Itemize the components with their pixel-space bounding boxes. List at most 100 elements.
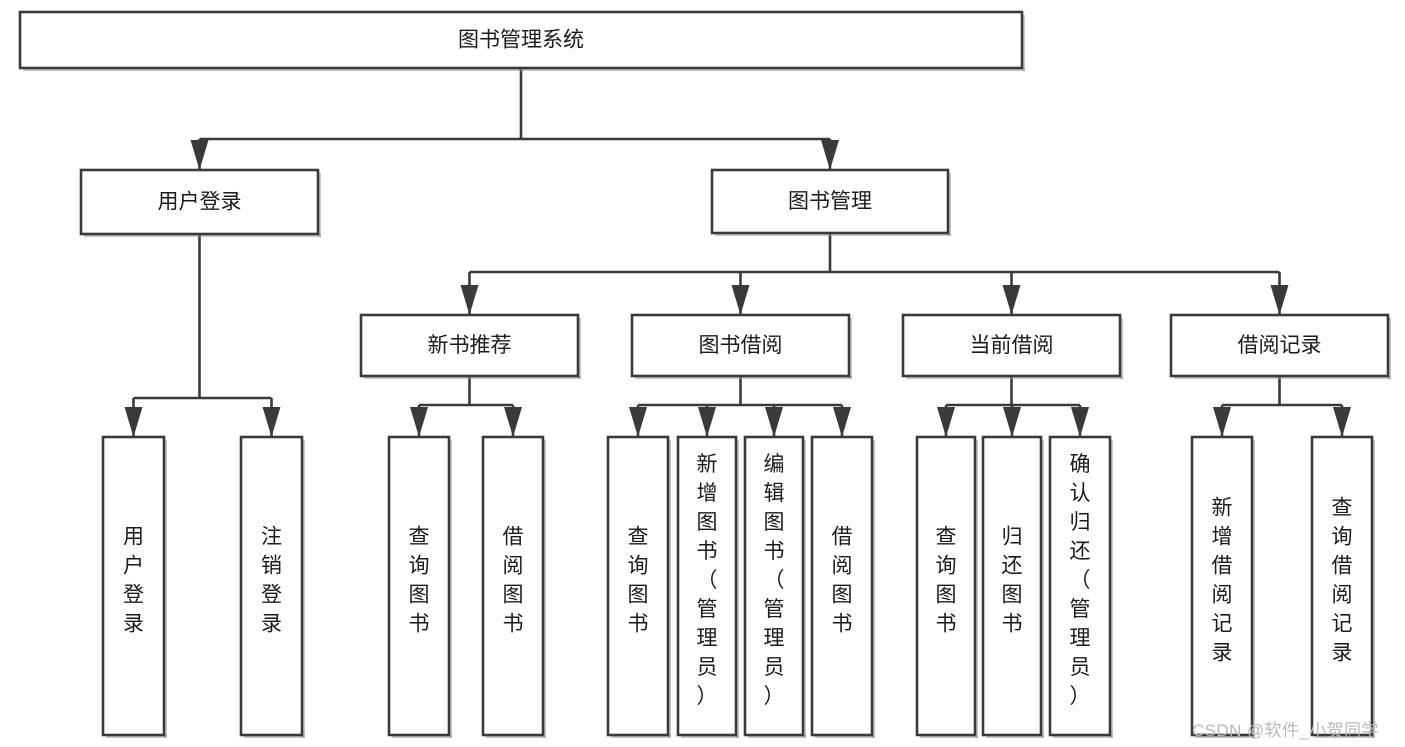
node-label: 确认归还（管理员）	[1070, 453, 1091, 708]
node-box[interactable]	[743, 435, 805, 737]
node-shadow	[1372, 440, 1375, 738]
node-shadow	[244, 735, 305, 738]
node-shadow	[164, 440, 167, 738]
node-leaf-borrow-query[interactable]: 查询图书	[606, 435, 671, 738]
node-shadow	[1041, 440, 1044, 738]
node-label: 查询图书	[628, 526, 649, 636]
node-new-book-rec[interactable]: 新书推荐	[359, 313, 581, 379]
node-shadow	[948, 173, 951, 236]
node-shadow	[715, 233, 951, 236]
node-user-login[interactable]: 用户登录	[79, 168, 321, 237]
connector-row-current-leaves	[937, 376, 1089, 437]
node-borrow-record[interactable]: 借阅记录	[1169, 313, 1391, 379]
node-shadow	[872, 440, 875, 738]
connector-row-record-leaves	[1213, 376, 1351, 437]
node-shadow	[975, 440, 978, 738]
node-label: 查询图书	[409, 526, 430, 636]
node-box[interactable]	[810, 435, 874, 737]
node-label: 查询图书	[936, 526, 957, 636]
node-label: 编辑图书（管理员）	[764, 453, 785, 708]
arrow-head-icon	[460, 285, 479, 315]
node-shadow	[1120, 318, 1123, 379]
node-box[interactable]	[901, 313, 1122, 378]
node-label: 归还图书	[1002, 526, 1023, 636]
node-shadow	[1388, 318, 1391, 379]
node-box[interactable]	[710, 168, 950, 235]
node-box[interactable]	[359, 313, 580, 378]
node-box[interactable]	[630, 313, 851, 378]
arrow-head-icon	[1071, 407, 1089, 437]
node-box[interactable]	[1190, 435, 1254, 737]
node-shadow	[84, 234, 321, 237]
arrow-head-icon	[1333, 407, 1351, 437]
node-leaf-cur-return[interactable]: 归还图书	[981, 435, 1044, 738]
node-shadow	[1315, 735, 1375, 738]
node-shadow	[543, 440, 546, 738]
arrow-head-icon	[1002, 285, 1021, 315]
node-shadow	[736, 440, 739, 738]
node-book-borrow[interactable]: 图书借阅	[630, 313, 852, 379]
node-leaf-logout[interactable]: 注销登录	[239, 435, 305, 738]
arrow-head-icon	[833, 407, 851, 437]
arrow-head-icon	[937, 407, 955, 437]
node-box[interactable]	[676, 435, 738, 737]
nodes-layer: 图书管理系统用户登录图书管理新书推荐图书借阅当前借阅借阅记录用户登录注销登录查询…	[18, 10, 1391, 738]
node-box[interactable]	[981, 435, 1043, 737]
arrow-head-icon	[1270, 285, 1289, 315]
node-box[interactable]	[239, 435, 304, 737]
node-box[interactable]	[387, 435, 451, 737]
connector-row-level2	[190, 68, 839, 170]
node-current-borrow[interactable]: 当前借阅	[901, 313, 1123, 379]
node-leaf-rec-borrow[interactable]: 借阅图书	[481, 435, 546, 738]
node-shadow	[681, 735, 739, 738]
node-label: 借阅图书	[832, 526, 853, 636]
node-shadow	[668, 440, 671, 738]
arrow-head-icon	[410, 407, 428, 437]
arrow-head-icon	[1213, 407, 1231, 437]
node-label: 当前借阅	[970, 334, 1054, 357]
node-box[interactable]	[79, 168, 320, 236]
node-book-manage[interactable]: 图书管理	[710, 168, 951, 236]
node-box[interactable]	[1310, 435, 1374, 737]
arrow-head-icon	[124, 407, 143, 437]
node-leaf-cur-confirm[interactable]: 确认归还（管理员）	[1048, 435, 1113, 738]
node-box[interactable]	[481, 435, 545, 737]
csdn-watermark: CSDN @软件_小贺同学	[1192, 721, 1379, 740]
node-root[interactable]: 图书管理系统	[18, 10, 1025, 71]
node-leaf-rec-query[interactable]: 查询图书	[387, 435, 452, 738]
node-label: 新书推荐	[428, 334, 512, 357]
node-label: 图书管理系统	[458, 29, 584, 52]
node-leaf-borrow-edit[interactable]: 编辑图书（管理员）	[743, 435, 806, 738]
node-leaf-cur-query[interactable]: 查询图书	[915, 435, 978, 738]
node-box[interactable]	[101, 435, 166, 737]
node-shadow	[1195, 735, 1255, 738]
node-label: 新增图书（管理员）	[697, 453, 718, 708]
arrow-head-icon	[765, 407, 783, 437]
node-box[interactable]	[18, 10, 1024, 70]
node-shadow	[748, 735, 806, 738]
node-shadow	[803, 440, 806, 738]
node-leaf-rec-search[interactable]: 查询借阅记录	[1310, 435, 1375, 738]
node-leaf-rec-add[interactable]: 新增借阅记录	[1190, 435, 1255, 738]
arrow-head-icon	[731, 285, 750, 315]
node-shadow	[986, 735, 1044, 738]
arrow-head-icon	[821, 140, 839, 170]
connector-row-level3	[460, 233, 1289, 315]
node-shadow	[318, 173, 321, 237]
node-shadow	[449, 440, 452, 738]
connector-row-borrow-leaves	[629, 376, 851, 437]
node-box[interactable]	[1048, 435, 1112, 737]
node-shadow	[1110, 440, 1113, 738]
node-label: 图书管理	[788, 190, 872, 213]
node-shadow	[635, 376, 852, 379]
node-leaf-borrow-add[interactable]: 新增图书（管理员）	[676, 435, 739, 738]
node-leaf-user-login[interactable]: 用户登录	[101, 435, 167, 738]
node-shadow	[23, 68, 1025, 71]
node-label: 借阅记录	[1238, 334, 1322, 357]
node-shadow	[815, 735, 875, 738]
node-box[interactable]	[915, 435, 977, 737]
node-leaf-borrow-lend[interactable]: 借阅图书	[810, 435, 875, 738]
node-box[interactable]	[606, 435, 670, 737]
node-box[interactable]	[1169, 313, 1390, 378]
